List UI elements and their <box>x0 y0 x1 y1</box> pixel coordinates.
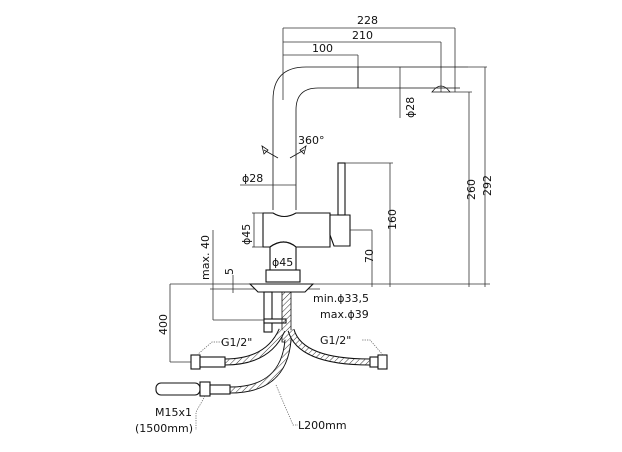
worktop <box>170 283 490 333</box>
dim-292-label: 292 <box>481 175 494 196</box>
inlet-fitting-right <box>369 354 388 370</box>
hose-l-label: L200mm <box>298 419 347 432</box>
dim-5: 5 <box>223 268 236 293</box>
flange-thickness-label: 5 <box>223 268 236 275</box>
pullout-length-label: (1500mm) <box>135 422 193 435</box>
inlet-right-label: G1/2" <box>320 334 351 347</box>
hoses <box>224 291 371 394</box>
spout: ϕ28 <box>272 66 468 210</box>
dim-column-diameter: ϕ28 <box>240 172 296 186</box>
dim-max-40: max. 40 <box>199 230 264 321</box>
dim-100: 100 <box>283 42 359 88</box>
dim-228-label: 228 <box>357 14 378 27</box>
body-diameter-label: ϕ45 <box>240 224 253 245</box>
pullout-fitting <box>155 381 231 397</box>
dim-210: 210 <box>283 29 442 92</box>
dim-292: 292 <box>468 66 494 287</box>
base-diameter-label: ϕ45 <box>272 256 293 269</box>
rotation-indicator: 360° <box>261 134 325 159</box>
dim-210-label: 210 <box>352 29 373 42</box>
mixer-body <box>262 162 393 248</box>
hose-length-label: 400 <box>157 314 170 335</box>
pullout-thread-label: M15x1 <box>155 406 192 419</box>
dim-70-label: 70 <box>363 249 376 263</box>
mixer-base: ϕ45 <box>265 241 301 283</box>
dim-160-label: 160 <box>386 209 399 230</box>
dim-100-label: 100 <box>312 42 333 55</box>
rotation-label: 360° <box>298 134 325 147</box>
inlet-fitting-left <box>190 354 226 370</box>
hole-max-label: max.ϕ39 <box>320 308 369 321</box>
dim-228: 228 <box>282 14 456 100</box>
spout-diameter-label: ϕ28 <box>404 97 417 118</box>
column-diameter-label: ϕ28 <box>242 172 263 185</box>
dim-160: 160 <box>386 163 399 287</box>
dim-260: 260 <box>450 91 478 287</box>
dim-400: 400 <box>157 284 191 363</box>
dim-260-label: 260 <box>465 179 478 200</box>
inlet-left-label: G1/2" <box>221 336 252 349</box>
max-thickness-label: max. 40 <box>199 235 212 280</box>
dim-70: 70 <box>363 230 376 287</box>
hole-min-label: min.ϕ33,5 <box>313 292 369 305</box>
dim-body-diameter: ϕ45 <box>240 212 263 248</box>
